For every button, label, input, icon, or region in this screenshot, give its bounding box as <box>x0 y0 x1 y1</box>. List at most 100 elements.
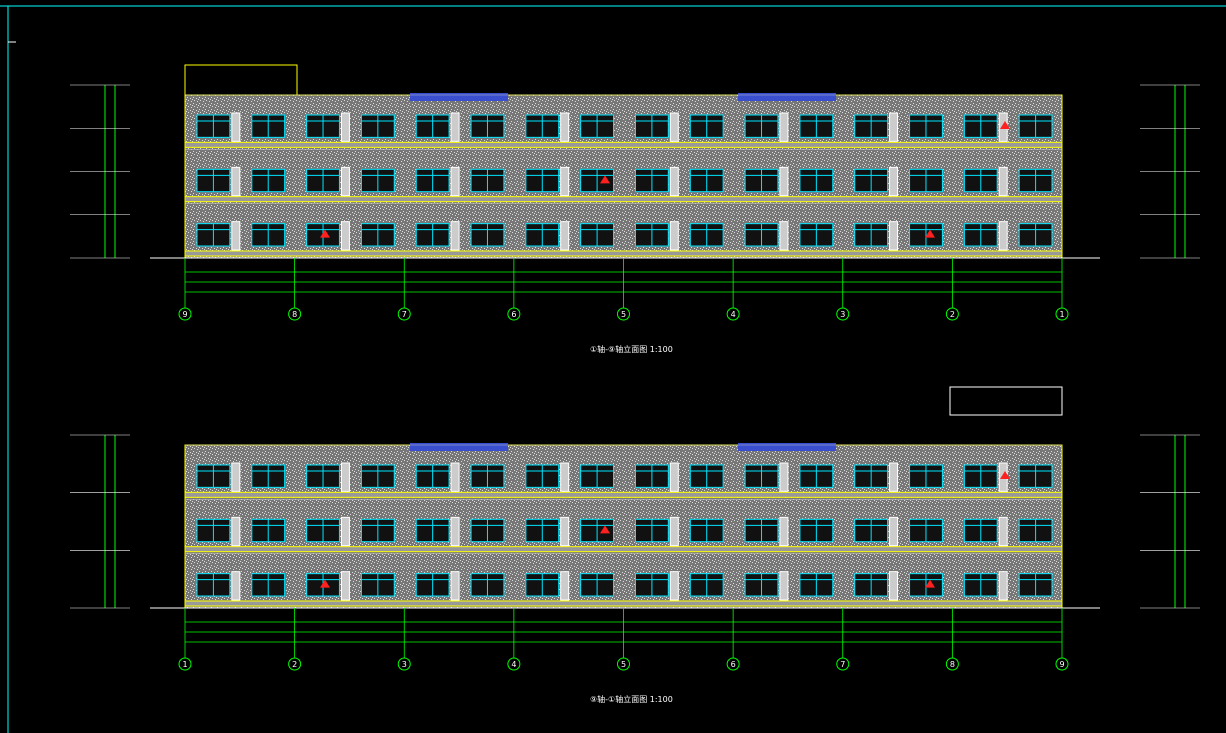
slab-band <box>184 196 1063 203</box>
axis-label: 2 <box>292 660 297 669</box>
slab-band <box>184 600 1063 607</box>
stair-strip <box>669 166 679 197</box>
stair-strip <box>998 221 1008 251</box>
axis-bubble <box>288 307 302 321</box>
axis-label: 6 <box>511 310 516 319</box>
axis-bubble <box>836 657 850 671</box>
stair-strip <box>231 462 241 492</box>
stair-strip <box>779 112 789 142</box>
axis-label: 5 <box>621 310 626 319</box>
slab-band <box>184 141 1063 148</box>
accent-mark <box>320 229 330 238</box>
roof-band-0 <box>410 443 508 451</box>
stair-strip <box>669 221 679 251</box>
slab-band <box>184 250 1063 257</box>
axis-bubble <box>397 307 411 321</box>
stair-strip <box>560 221 570 251</box>
elevation-title-bottom: ⑨轴-①轴立面图 1:100 <box>590 695 673 704</box>
axis-label: 9 <box>1059 660 1064 669</box>
axis-bubble <box>507 307 521 321</box>
axis-label: 8 <box>292 310 297 319</box>
stair-strip <box>889 221 899 251</box>
axis-bubble <box>1055 307 1069 321</box>
accent-mark <box>320 579 330 588</box>
stair-strip <box>889 112 899 142</box>
roof-band-0 <box>410 93 508 101</box>
axis-bubble <box>397 657 411 671</box>
stair-strip <box>779 516 789 547</box>
axis-bubble <box>1055 657 1069 671</box>
stair-strip <box>340 516 350 547</box>
stair-strip <box>231 571 241 601</box>
stair-strip <box>340 112 350 142</box>
stair-strip <box>889 166 899 197</box>
axis-bubble <box>507 657 521 671</box>
axis-bubble <box>617 307 630 321</box>
axis-bubble <box>836 307 850 321</box>
axis-label: 1 <box>1059 310 1064 319</box>
stair-strip <box>779 221 789 251</box>
axis-bubble <box>726 307 740 321</box>
stair-strip <box>340 221 350 251</box>
stair-strip <box>231 166 241 197</box>
accent-mark <box>600 175 610 184</box>
stair-strip <box>998 516 1008 547</box>
axis-label: 2 <box>950 310 955 319</box>
stair-strip <box>450 462 460 492</box>
stair-strip <box>889 571 899 601</box>
stair-strip <box>450 516 460 547</box>
stair-strip <box>560 516 570 547</box>
stair-strip <box>669 462 679 492</box>
axis-label: 9 <box>182 310 187 319</box>
stair-strip <box>231 516 241 547</box>
stair-strip <box>998 571 1008 601</box>
axis-bubble <box>288 657 302 671</box>
elevation-title-top: ①轴-⑨轴立面图 1:100 <box>590 345 673 354</box>
accent-mark <box>925 229 935 238</box>
slab-band <box>184 546 1063 553</box>
stair-strip <box>450 112 460 142</box>
accent-mark <box>600 525 610 534</box>
stair-strip <box>889 462 899 492</box>
stair-strip <box>340 571 350 601</box>
axis-bubble <box>617 657 630 671</box>
axis-label: 8 <box>950 660 955 669</box>
stair-strip <box>998 166 1008 197</box>
axis-label: 7 <box>840 660 845 669</box>
stair-strip <box>560 571 570 601</box>
axis-bubble <box>178 307 192 321</box>
stair-strip <box>560 166 570 197</box>
stair-strip <box>450 221 460 251</box>
axis-bubble <box>178 657 192 671</box>
axis-bubble <box>945 657 959 671</box>
stair-strip <box>889 516 899 547</box>
roof-band-1 <box>738 443 836 451</box>
roof-band-1 <box>738 93 836 101</box>
axis-label: 5 <box>621 660 626 669</box>
stair-tower-outline <box>184 64 298 96</box>
axis-label: 1 <box>182 660 187 669</box>
stair-strip <box>779 571 789 601</box>
stair-strip <box>779 166 789 197</box>
slab-band <box>184 491 1063 498</box>
stair-strip <box>560 462 570 492</box>
stair-strip <box>669 571 679 601</box>
stair-strip <box>231 112 241 142</box>
stair-strip <box>669 112 679 142</box>
stair-strip <box>231 221 241 251</box>
axis-label: 7 <box>402 310 407 319</box>
axis-bubble <box>945 307 959 321</box>
stair-tower-outline <box>949 386 1063 416</box>
axis-label: 4 <box>511 660 516 669</box>
stair-strip <box>450 571 460 601</box>
axis-bubble <box>726 657 740 671</box>
stair-strip <box>340 462 350 492</box>
stair-strip <box>779 462 789 492</box>
stair-strip <box>340 166 350 197</box>
axis-label: 6 <box>731 660 736 669</box>
stair-strip <box>560 112 570 142</box>
axis-label: 4 <box>731 310 736 319</box>
axis-label: 3 <box>402 660 407 669</box>
accent-mark <box>1000 121 1010 129</box>
